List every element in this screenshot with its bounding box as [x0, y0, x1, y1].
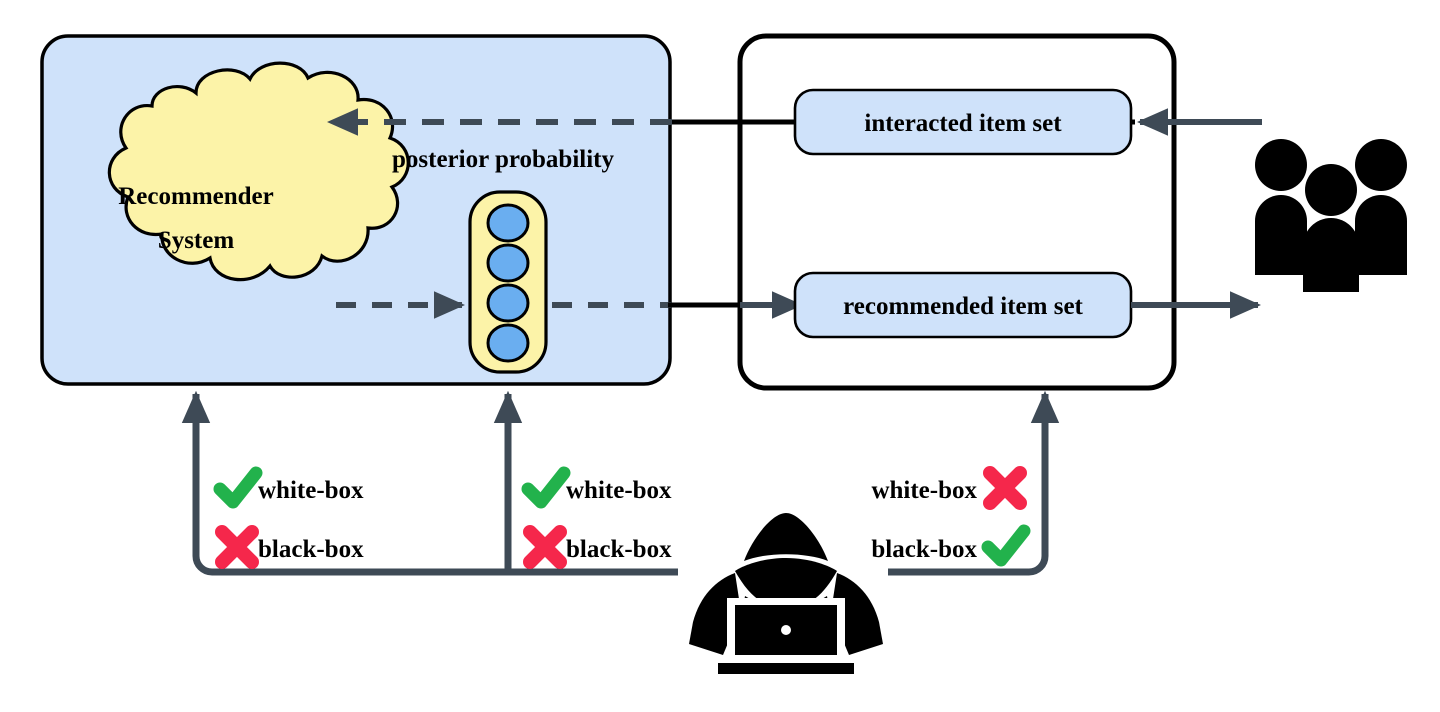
user-body-left: [1255, 195, 1307, 275]
posterior-node-3: [486, 283, 530, 323]
check-icon: [213, 466, 263, 509]
posterior-node-1: [486, 203, 530, 243]
users-group-icon: [1255, 139, 1407, 292]
laptop-screen-dot: [781, 625, 791, 635]
user-body-right: [1355, 195, 1407, 275]
attack-label-group-recommender: white-box black-box: [213, 466, 364, 569]
interacted-item-set-rect: [793, 88, 1133, 156]
cross-icon: [523, 525, 567, 569]
posterior-node-4: [486, 323, 530, 363]
cross-icon: [983, 466, 1027, 510]
user-head-right: [1355, 139, 1407, 191]
recommended-item-set-label: recommended item set: [843, 293, 1083, 320]
user-head-center: [1305, 164, 1357, 216]
posterior-probability-label: posterior probability: [392, 146, 615, 173]
attack-path-recommender: [181, 390, 678, 576]
attack-label-posterior-blackbox: black-box: [566, 536, 672, 563]
attack-label-itemset-blackbox: black-box: [871, 536, 977, 563]
attack-label-recommender-blackbox: black-box: [258, 536, 364, 563]
interacted-item-set-label: interacted item set: [864, 110, 1062, 137]
laptop-base: [718, 663, 854, 674]
attack-label-itemset-whitebox: white-box: [871, 477, 977, 504]
user-body-center: [1303, 218, 1359, 292]
hacker-face-shadow: [735, 558, 837, 608]
attack-label-recommender-whitebox: white-box: [258, 477, 364, 504]
attack-label-group-itemset: white-box black-box: [871, 466, 1031, 567]
cross-icon: [215, 525, 259, 569]
interacted-item-set-box[interactable]: interacted item set: [793, 88, 1133, 156]
cloud-label-line2: System: [158, 227, 235, 254]
posterior-probability-node-stack[interactable]: [468, 190, 548, 374]
attack-path-itemset: [888, 390, 1060, 576]
attack-label-posterior-whitebox: white-box: [566, 477, 672, 504]
check-icon: [521, 466, 571, 509]
attack-label-group-posterior: white-box black-box: [521, 466, 672, 569]
hacker-icon: [689, 513, 883, 674]
hacker-hood-peak: [744, 513, 828, 561]
cloud-label-line1: Recommender: [118, 183, 274, 210]
user-head-left: [1255, 139, 1307, 191]
recommended-item-set-box[interactable]: recommended item set: [793, 271, 1133, 339]
posterior-node-2: [486, 243, 530, 283]
check-icon: [981, 524, 1031, 567]
